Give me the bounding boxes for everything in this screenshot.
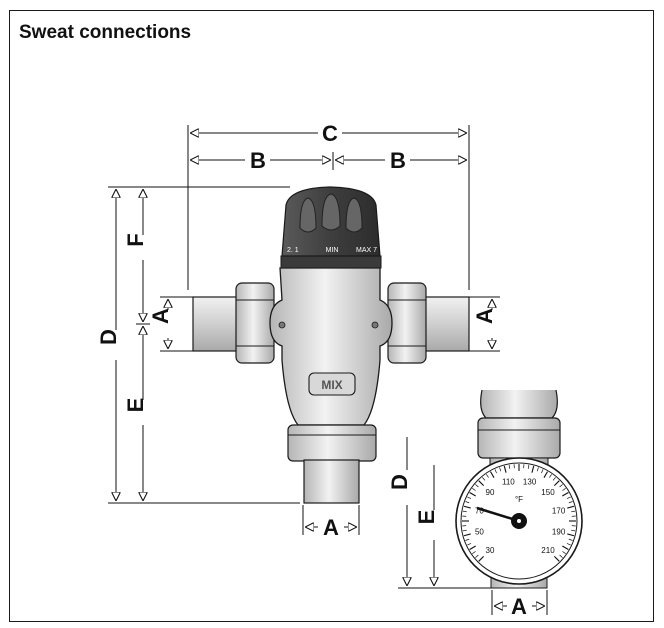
gauge-tick [549, 474, 552, 478]
gauge-tick [472, 488, 476, 491]
diagram-panel [9, 10, 654, 622]
gauge-tick [531, 465, 535, 473]
gauge-tick [463, 505, 471, 509]
mix-badge: MIX [321, 378, 342, 392]
gauge-tick [559, 484, 563, 488]
gauge-tick [462, 510, 467, 513]
gauge-tick [465, 501, 470, 504]
dimension-b: B B [191, 148, 466, 173]
gauge-tick [562, 488, 566, 491]
label-e: E [123, 398, 148, 413]
dimension-a-left: A [148, 296, 200, 352]
gauge-tick [552, 477, 556, 481]
label-a-bottom: A [323, 515, 339, 540]
gauge-dimensions: D E A [387, 437, 548, 619]
gauge-tick [566, 496, 571, 499]
gauge-tick [503, 465, 507, 473]
label-b-left: B [250, 148, 266, 173]
gauge-tick [571, 510, 576, 513]
gauge-number: 190 [552, 528, 566, 537]
gauge-tick [566, 543, 571, 546]
gauge-number: 70 [475, 506, 484, 515]
knob-scale-left: 2. 1 [287, 247, 299, 254]
gauge-label-a: A [511, 594, 527, 619]
gauge-tick [482, 477, 486, 481]
label-a-left: A [148, 308, 173, 324]
gauge-tick [475, 554, 479, 558]
gauge-tick [469, 545, 476, 550]
gauge-tick [559, 554, 563, 558]
gauge-tick [469, 492, 476, 497]
gauge-number: 150 [541, 488, 555, 497]
gauge-tick [568, 501, 573, 504]
gauge-tick [568, 538, 573, 541]
gauge-label-e: E [414, 510, 439, 525]
knob-min-label: MIN [326, 247, 339, 254]
gauge-tick [527, 464, 530, 469]
gauge-tick [472, 551, 476, 554]
label-b-right: B [390, 148, 406, 173]
gauge-number: 50 [475, 528, 484, 537]
gauge-tick [562, 545, 569, 550]
gauge-tick [462, 529, 467, 532]
gauge-tick [467, 496, 472, 499]
gauge-number: 110 [502, 477, 515, 486]
dimension-a-bottom: A [302, 505, 360, 540]
gauge-tick [541, 469, 544, 474]
gauge-tick [553, 555, 560, 562]
dimension-a-right: A [458, 296, 500, 352]
gauge-tick [567, 505, 575, 509]
gauge-number: 170 [552, 506, 566, 515]
knob-max-label: MAX 7 [356, 247, 377, 254]
gauge-number: 30 [486, 546, 495, 555]
gauge-unit: °F [515, 495, 523, 504]
label-d: D [96, 329, 121, 345]
gauge-tick [562, 551, 566, 554]
gauge-tick [478, 480, 485, 487]
dimension-c: C [187, 121, 470, 290]
gauge-tick [465, 538, 470, 541]
gauge-tick [494, 469, 497, 474]
gauge-ticks [462, 464, 576, 562]
gauge-tick [536, 467, 539, 472]
gauge-number: 90 [486, 488, 495, 497]
gauge-tick [475, 484, 479, 488]
gauge-tick [486, 474, 489, 478]
gauge-tick [562, 492, 569, 497]
gauge-tick [463, 533, 471, 537]
gauge-tick [490, 471, 495, 478]
gauge-tick [499, 467, 502, 472]
mixing-valve: MIX 2. 1 MIN MAX 7 [192, 186, 470, 504]
gauge-tick [553, 480, 560, 487]
diagram-title: Sweat connections [19, 22, 192, 43]
gauge-tick [467, 543, 472, 546]
gauge-tick [543, 471, 548, 478]
gauge-number: 210 [541, 546, 555, 555]
label-c: C [322, 121, 338, 146]
gauge-number: 130 [523, 477, 537, 486]
gauge-tick [567, 533, 575, 537]
dimension-d-e-f: D F E [96, 186, 300, 504]
gauge-label-d: D [387, 474, 412, 490]
gauge-tick [478, 555, 485, 562]
gauge-tick [508, 464, 511, 469]
label-a-right: A [472, 308, 497, 324]
gauge-tick [571, 529, 576, 532]
label-f: F [123, 233, 148, 246]
